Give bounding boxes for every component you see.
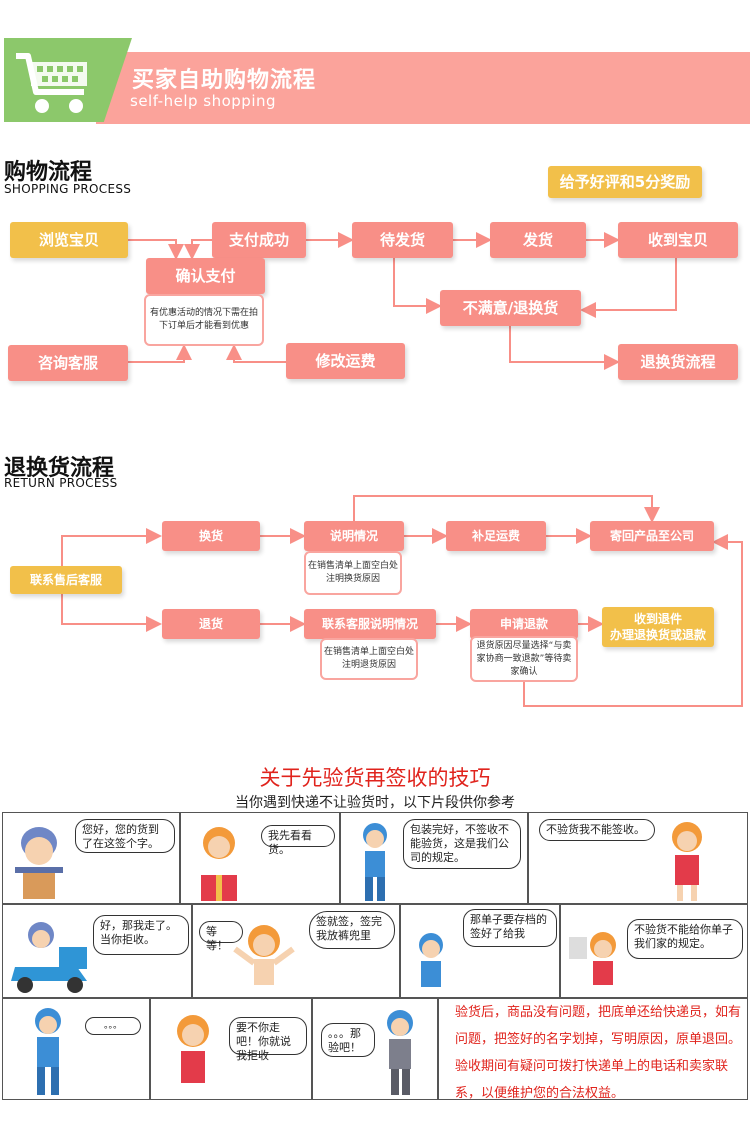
apply-refund-box: 申请退款 bbox=[470, 609, 578, 639]
exchange-box: 换货 bbox=[162, 521, 260, 551]
advice-text: 验货后，商品没有问题，把底单还给快递员，如有问题，把签好的名字划掉，写明原因，原… bbox=[455, 1005, 742, 1100]
woman-figure-icon bbox=[672, 822, 702, 901]
tips-subtitle: 当你遇到快递不让验货时，以下片段供你参考 bbox=[235, 795, 515, 811]
woman-thinking-icon bbox=[177, 1015, 209, 1083]
receive-return-line1: 收到退件 bbox=[633, 612, 682, 626]
comic-panel-3: 包装完好，不签收不能验货，这是我们公司的规定。 bbox=[340, 812, 528, 904]
banner-background bbox=[96, 52, 750, 124]
comic-panel-1: 您好，您的货到了在这签个字。 bbox=[2, 812, 180, 904]
bubble-3: 包装完好，不签收不能验货，这是我们公司的规定。 bbox=[403, 819, 521, 869]
comic-panel-7: 那单子要存档的签好了给我 bbox=[400, 904, 560, 998]
advice-panel: 验货后，商品没有问题，把底单还给快递员，如有问题，把签好的名字划掉，写明原因，原… bbox=[438, 998, 748, 1100]
unsatisfied-return-box: 不满意/退换货 bbox=[440, 290, 581, 326]
browse-item-box: 浏览宝贝 bbox=[10, 222, 128, 258]
bubble-10: 。。。 bbox=[85, 1017, 141, 1035]
apply-refund-note: 退货原因尽量选择“与卖家协商一致退款”等待卖家确认 bbox=[470, 636, 578, 682]
bubble-11: 要不你走吧！你就说我拒收 bbox=[229, 1017, 307, 1062]
shopping-cart-icon bbox=[16, 53, 87, 113]
bubble-2: 我先看看货。 bbox=[261, 825, 335, 856]
wait-ship-box: 待发货 bbox=[352, 222, 453, 258]
courier-figure-icon bbox=[15, 827, 63, 899]
explain-situation-box: 说明情况 bbox=[304, 521, 404, 551]
shopping-section-title: 购物流程 bbox=[4, 160, 93, 185]
return-section-subtitle: RETURN PROCESS bbox=[4, 476, 118, 490]
confirm-pay-note: 有优惠活动的情况下需在拍下订单后才能看到优惠 bbox=[144, 294, 264, 346]
man-silent-icon bbox=[35, 1008, 61, 1095]
reward-box: 给予好评和5分奖励 bbox=[548, 166, 702, 198]
comic-panel-8: 不验货不能给你单子我们家的规定。 bbox=[560, 904, 748, 998]
contact-explain-note: 在销售清单上面空白处注明退货原因 bbox=[320, 638, 418, 680]
bubble-6: 等等！ bbox=[199, 921, 243, 952]
bubble-12: 。。。那验吧！ bbox=[321, 1023, 375, 1057]
ship-box: 发货 bbox=[490, 222, 586, 258]
banner-subtitle: self-help shopping bbox=[130, 92, 277, 110]
bubble-7: 签就签，签完我放裤兜里 bbox=[309, 911, 395, 949]
contact-explain-box: 联系客服说明情况 bbox=[304, 609, 436, 639]
refund-box: 退货 bbox=[162, 609, 260, 639]
comic-panel-6: 等等！ 签就签，签完我放裤兜里 bbox=[192, 904, 400, 998]
woman-with-gift-icon bbox=[201, 827, 237, 901]
banner-title: 买家自助购物流程 bbox=[132, 68, 317, 93]
comic-panel-11: 。。。那验吧！ bbox=[312, 998, 438, 1100]
courier-scooter-icon bbox=[11, 922, 87, 993]
receive-return-line2: 办理退换货或退款 bbox=[609, 628, 706, 642]
comic-panel-10: 要不你走吧！你就说我拒收 bbox=[150, 998, 312, 1100]
man-pointing-icon bbox=[419, 933, 443, 987]
bubble-5: 好，那我走了。当你拒收。 bbox=[93, 915, 189, 955]
pay-success-box: 支付成功 bbox=[212, 222, 306, 258]
man-resigned-icon bbox=[387, 1010, 413, 1095]
banner-cart-panel bbox=[4, 38, 132, 122]
man-figure-icon bbox=[363, 823, 387, 901]
consult-service-box: 咨询客服 bbox=[8, 345, 128, 381]
comic-panel-2: 我先看看货。 bbox=[180, 812, 340, 904]
woman-waving-icon bbox=[233, 925, 295, 985]
comic-panel-5: 好，那我走了。当你拒收。 bbox=[2, 904, 192, 998]
send-back-box: 寄回产品至公司 bbox=[590, 521, 714, 551]
shopping-section-subtitle: SHOPPING PROCESS bbox=[4, 182, 132, 196]
contact-aftersales-box: 联系售后客服 bbox=[10, 566, 122, 594]
comic-panel-4: 不验货我不能签收。 bbox=[528, 812, 748, 904]
bubble-9: 不验货不能给你单子我们家的规定。 bbox=[627, 919, 743, 959]
explain-note: 在销售清单上面空白处注明换货原因 bbox=[304, 551, 402, 595]
bubble-8: 那单子要存档的签好了给我 bbox=[463, 909, 557, 947]
modify-fee-box: 修改运费 bbox=[286, 343, 405, 379]
bubble-4: 不验货我不能签收。 bbox=[539, 819, 655, 841]
return-section-title: 退换货流程 bbox=[4, 456, 115, 481]
confirm-pay-box: 确认支付 bbox=[146, 258, 265, 294]
add-freight-box: 补足运费 bbox=[446, 521, 546, 551]
return-flow-box: 退换货流程 bbox=[618, 344, 738, 380]
woman-with-paper-icon bbox=[569, 932, 616, 985]
bubble-1: 您好，您的货到了在这签个字。 bbox=[75, 819, 175, 853]
comic-panel-9: 。。。 bbox=[2, 998, 150, 1100]
tips-title: 关于先验货再签收的技巧 bbox=[259, 766, 491, 790]
receive-item-box: 收到宝贝 bbox=[618, 222, 738, 258]
receive-return-box: 收到退件 办理退换货或退款 bbox=[602, 607, 714, 647]
